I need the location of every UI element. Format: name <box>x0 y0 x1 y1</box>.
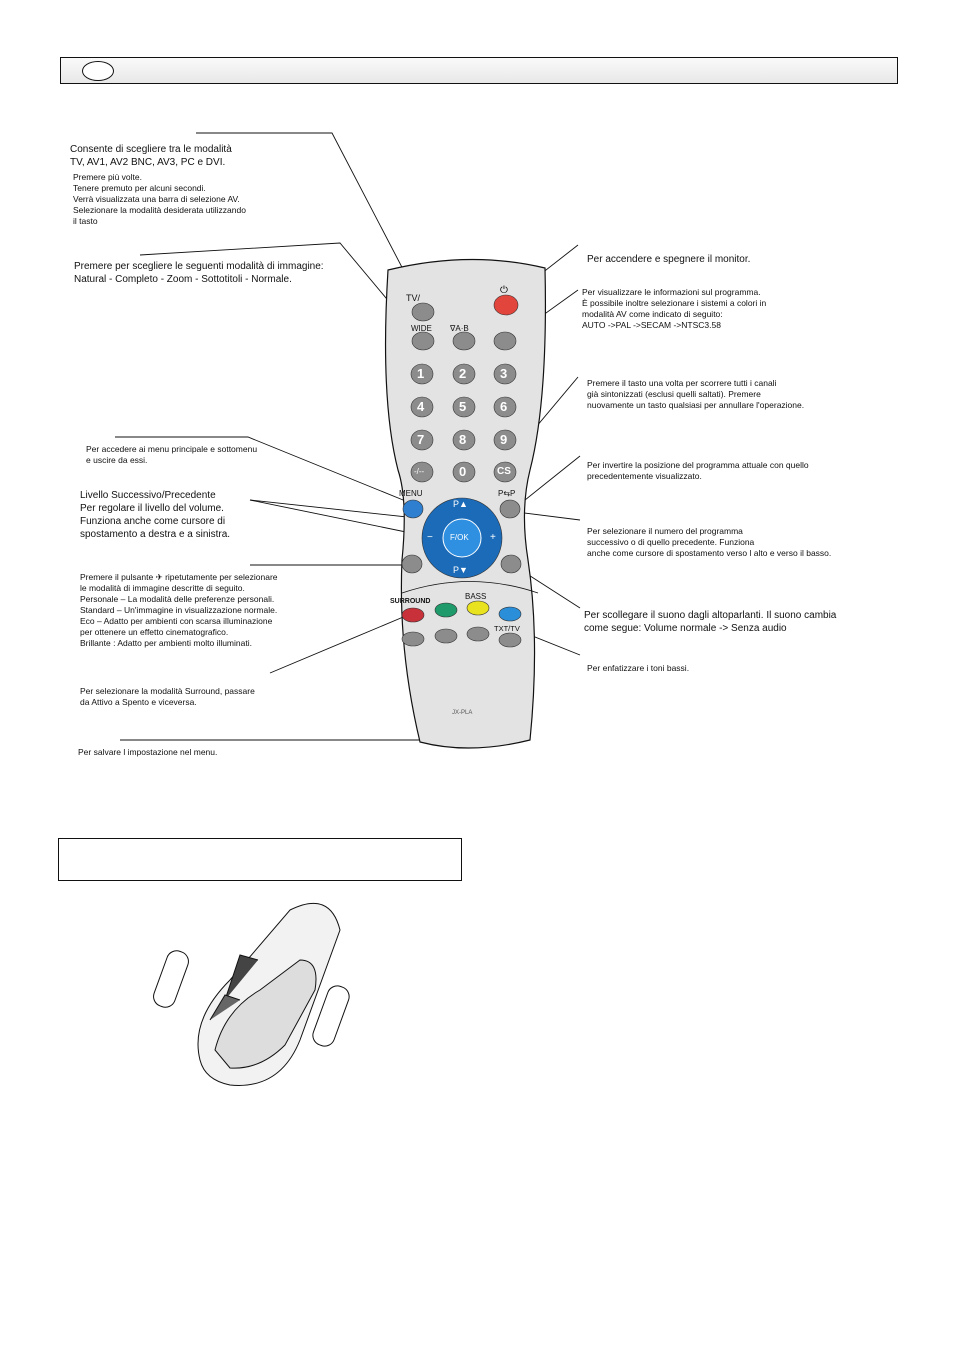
volume-down-button[interactable]: − <box>427 532 433 543</box>
menu-description: Per accedere ai menu principale e sottom… <box>86 444 258 465</box>
bass-description: Per enfatizzare i toni bassi. <box>587 663 690 673</box>
section-header-bar <box>60 57 898 84</box>
surround-label: SURROUND <box>390 598 431 605</box>
digit-5[interactable]: 5 <box>459 399 467 414</box>
info-description: Per visualizzare le informazioni sul pro… <box>582 287 767 330</box>
power-description: Per accendere e spegnere il monitor. <box>587 254 751 265</box>
bass-label: BASS <box>465 592 487 601</box>
menu-label: MENU <box>399 489 423 498</box>
surround-description: Per selezionare la modalità Surround, pa… <box>80 686 255 707</box>
digit-0[interactable]: 0 <box>459 464 467 479</box>
wide-description: Premere per scegliere le seguenti modali… <box>74 261 324 285</box>
ok-button[interactable]: F/OK <box>450 533 469 542</box>
digit-8[interactable]: 8 <box>459 432 467 447</box>
language-badge <box>82 61 114 81</box>
wide-label: WIDE <box>411 324 432 333</box>
cs-description: Premere il tasto una volta per scorrere … <box>587 378 805 410</box>
save-description: Per salvare l impostazione nel menu. <box>78 747 218 757</box>
program-description: Per selezionare il numero del programma … <box>587 526 832 558</box>
p-down-button[interactable]: P▼ <box>453 565 468 575</box>
digit-2[interactable]: 2 <box>459 366 467 381</box>
volume-description: Livello Successivo/Precedente Per regola… <box>80 490 231 540</box>
pp-label: P⇆P <box>498 489 516 498</box>
tv-av-label: TV/ <box>406 293 421 303</box>
txt-tv-label: TXT/TV <box>494 624 520 633</box>
model-label: JX-PLA <box>452 710 473 716</box>
battery-diagram <box>153 902 350 1086</box>
volume-up-button[interactable]: + <box>490 532 496 543</box>
svg-text:⏻: ⏻ <box>500 285 508 296</box>
p-up-button[interactable]: P▲ <box>453 499 468 509</box>
battery-section-box <box>58 838 462 881</box>
digit-7[interactable]: 7 <box>417 432 425 447</box>
dash-button[interactable]: -/-- <box>414 467 425 476</box>
mute-description: Per scollegare il suono dagli altoparlan… <box>584 610 837 634</box>
digit-3[interactable]: 3 <box>500 366 508 381</box>
digit-9[interactable]: 9 <box>500 432 508 447</box>
picture-mode-description: Premere il pulsante ✈ ripetutamente per … <box>80 572 278 648</box>
power-button <box>493 294 519 316</box>
tv-av-detail: Premere più volte. Tenere premuto per al… <box>73 172 246 226</box>
digit-6[interactable]: 6 <box>500 399 508 414</box>
swap-description: Per invertire la posizione del programma… <box>587 460 809 481</box>
ab-label: ∇A·B <box>450 324 469 333</box>
cs-button[interactable]: CS <box>497 466 511 477</box>
digit-1[interactable]: 1 <box>417 366 425 381</box>
tv-av-description: Consente di scegliere tra le modalità TV… <box>70 144 232 168</box>
digit-4[interactable]: 4 <box>417 399 425 414</box>
